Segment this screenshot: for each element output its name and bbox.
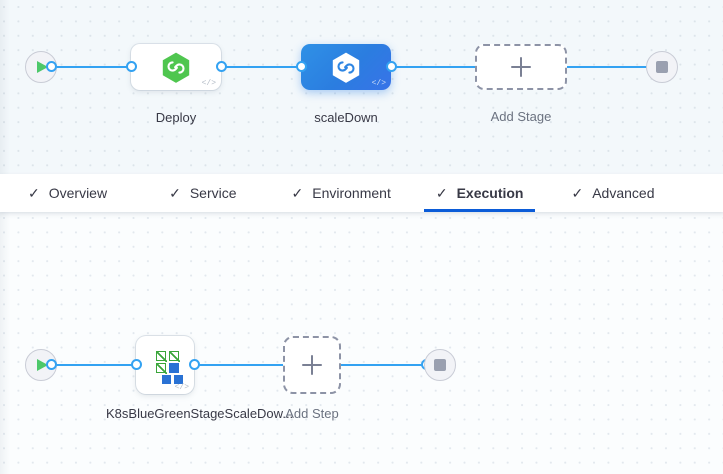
plus-icon	[302, 355, 322, 375]
stage-scaledown-input-port[interactable]	[296, 61, 307, 72]
stop-icon	[656, 61, 668, 73]
tab-label: Advanced	[592, 185, 655, 201]
plus-icon	[511, 57, 531, 77]
stage-code-badge: </>	[201, 79, 216, 88]
connector-addstage-to-end	[565, 66, 657, 68]
tab-label: Overview	[48, 185, 108, 201]
add-step-button[interactable]	[283, 336, 341, 394]
stage-label-deploy: Deploy	[155, 110, 197, 125]
stage-deploy-output-port[interactable]	[216, 61, 227, 72]
canvas-left-fade	[0, 212, 10, 474]
connector-start-to-deploy	[48, 66, 150, 68]
pipeline-stage-canvas[interactable]: </> Deploy </> scaleDown Add Stage	[0, 0, 723, 174]
canvas-left-fade	[0, 0, 10, 174]
stage-card-deploy[interactable]: </>	[131, 44, 221, 90]
check-icon: ✓	[571, 185, 584, 201]
step-label-k8s-bluegreen-stage-scaledown: K8sBlueGreenStageScaleDow...	[106, 406, 294, 421]
play-icon	[37, 61, 48, 73]
check-icon: ✓	[28, 185, 40, 201]
harness-hexagon-icon	[162, 52, 190, 83]
stage-label-scaledown: scaleDown	[314, 110, 378, 125]
stage-start-port[interactable]	[46, 61, 57, 72]
add-stage-button[interactable]	[475, 44, 567, 90]
connector-step-to-addstep	[190, 364, 284, 366]
step-start-port[interactable]	[46, 359, 57, 370]
check-icon: ✓	[169, 185, 181, 201]
stage-end-node[interactable]	[646, 51, 678, 83]
connector-deploy-to-scaledown	[220, 66, 316, 68]
add-stage-label: Add Stage	[490, 109, 552, 124]
harness-hexagon-icon	[332, 52, 360, 83]
connector-start-to-step	[48, 364, 148, 366]
connector-scaledown-to-addstage	[390, 66, 488, 68]
step-end-node[interactable]	[424, 349, 456, 381]
add-step-label: Add Step	[285, 406, 339, 421]
tab-execution[interactable]: ✓ Execution	[423, 174, 536, 212]
stage-deploy-input-port[interactable]	[126, 61, 137, 72]
stage-config-tabs[interactable]: ✓ Overview ✓ Service ✓ Environment ✓ Exe…	[0, 174, 723, 212]
step-output-port[interactable]	[189, 359, 200, 370]
step-card-k8s-bluegreen-stage-scaledown[interactable]: </>	[136, 336, 194, 394]
tab-environment[interactable]: ✓ Environment	[292, 174, 391, 212]
play-icon	[37, 359, 48, 371]
stage-scaledown-output-port[interactable]	[386, 61, 397, 72]
connector-addstep-to-end	[340, 364, 430, 366]
check-icon: ✓	[291, 185, 304, 201]
stage-card-scaledown[interactable]: </>	[301, 44, 391, 90]
step-input-port[interactable]	[131, 359, 142, 370]
check-icon: ✓	[435, 185, 448, 201]
tab-label: Service	[189, 185, 237, 201]
tab-overview[interactable]: ✓ Overview	[28, 174, 107, 212]
execution-step-canvas[interactable]: </> K8sBlueGreenStageScaleDow... Add Ste…	[0, 212, 723, 474]
tab-label: Execution	[456, 185, 524, 201]
tab-advanced[interactable]: ✓ Advanced	[571, 174, 654, 212]
step-code-badge: </>	[174, 383, 189, 392]
tab-label: Environment	[312, 185, 391, 201]
kubernetes-blue-green-icon	[148, 349, 183, 384]
stage-code-badge: </>	[371, 79, 386, 88]
stop-icon	[434, 359, 446, 371]
tab-service[interactable]: ✓ Service	[169, 174, 236, 212]
